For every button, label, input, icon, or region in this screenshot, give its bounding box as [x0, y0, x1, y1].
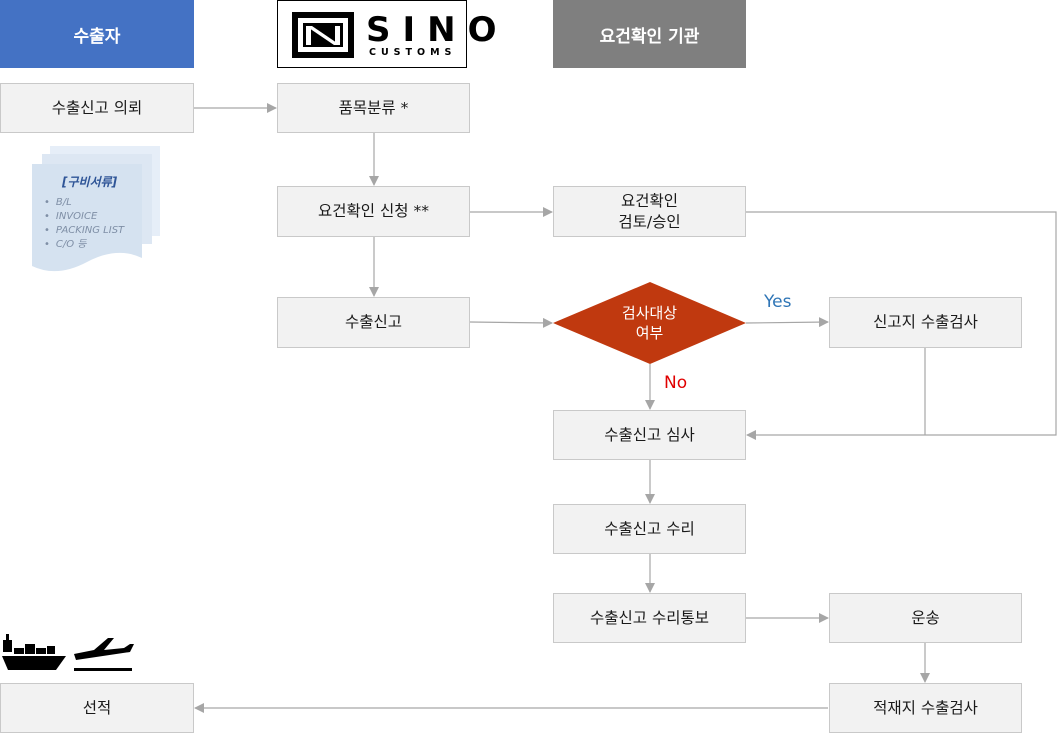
- box-review: 수출신고 심사: [553, 410, 746, 460]
- label-classification: 품목분류 *: [338, 98, 409, 117]
- label-shipping: 선적: [82, 698, 112, 717]
- documents-title: [구비서류]: [62, 175, 118, 189]
- arrow-yes-to-site-inspect: [745, 317, 829, 328]
- decision-label-line1: 검사대상: [621, 304, 678, 322]
- label-review: 수출신고 심사: [604, 425, 695, 444]
- arrow-agency-back-to-review: [746, 211, 1057, 440]
- logo-sub-text: CUSTOMS: [369, 47, 457, 58]
- box-req-review: 요건확인 검토/승인: [553, 186, 746, 237]
- box-accept: 수출신고 수리: [553, 504, 746, 554]
- label-req-apply: 요건확인 신청 **: [318, 202, 429, 220]
- box-site-inspect: 신고지 수출검사: [829, 297, 1022, 348]
- label-accept: 수출신고 수리: [604, 519, 695, 538]
- header-exporter: 수출자: [0, 0, 194, 68]
- ship-icon: [2, 634, 66, 670]
- transport-icons: [2, 634, 134, 671]
- label-export-declare: 수출신고: [344, 313, 403, 331]
- box-export-request: 수출신고 의뢰: [0, 83, 194, 133]
- box-req-apply: 요건확인 신청 **: [277, 186, 470, 237]
- documents-list: B/L INVOICE PACKING LIST C/O 등: [44, 196, 124, 252]
- header-agency: 요건확인 기관: [553, 0, 746, 68]
- box-classification: 품목분류 *: [277, 83, 470, 133]
- no-label: No: [664, 373, 688, 393]
- documents-item: PACKING LIST: [44, 224, 124, 238]
- label-req-review-line1: 요건확인: [620, 191, 679, 210]
- label-req-review-line2: 검토/승인: [618, 212, 681, 231]
- documents-item: B/L: [44, 196, 124, 210]
- decision-diamond: [553, 282, 746, 364]
- documents-item: C/O 등: [44, 238, 124, 252]
- header-agency-label: 요건확인 기관: [599, 26, 700, 47]
- arrow-declare-to-decision: [469, 317, 553, 328]
- label-notice: 수출신고 수리통보: [589, 608, 709, 627]
- sino-customs-logo: SINO CUSTOMS: [277, 0, 497, 68]
- logo-mark-icon: [292, 12, 354, 58]
- box-load-inspect: 적재지 수출검사: [829, 683, 1022, 733]
- decision-label: 검사대상 여부: [553, 297, 746, 349]
- yes-label: Yes: [764, 292, 792, 312]
- header-exporter-label: 수출자: [73, 26, 121, 47]
- airplane-icon: [74, 638, 134, 671]
- box-transport: 운송: [829, 593, 1022, 643]
- decision-label-line2: 여부: [635, 324, 664, 342]
- label-export-request: 수출신고 의뢰: [51, 98, 143, 117]
- documents-item: INVOICE: [44, 210, 124, 224]
- box-export-declare: 수출신고: [277, 297, 470, 348]
- label-transport: 운송: [911, 608, 940, 627]
- logo-main-text: SINO: [366, 10, 509, 50]
- label-load-inspect: 적재지 수출검사: [873, 698, 978, 717]
- box-notice: 수출신고 수리통보: [553, 593, 746, 643]
- label-site-inspect: 신고지 수출검사: [873, 313, 978, 331]
- box-shipping: 선적: [0, 683, 194, 733]
